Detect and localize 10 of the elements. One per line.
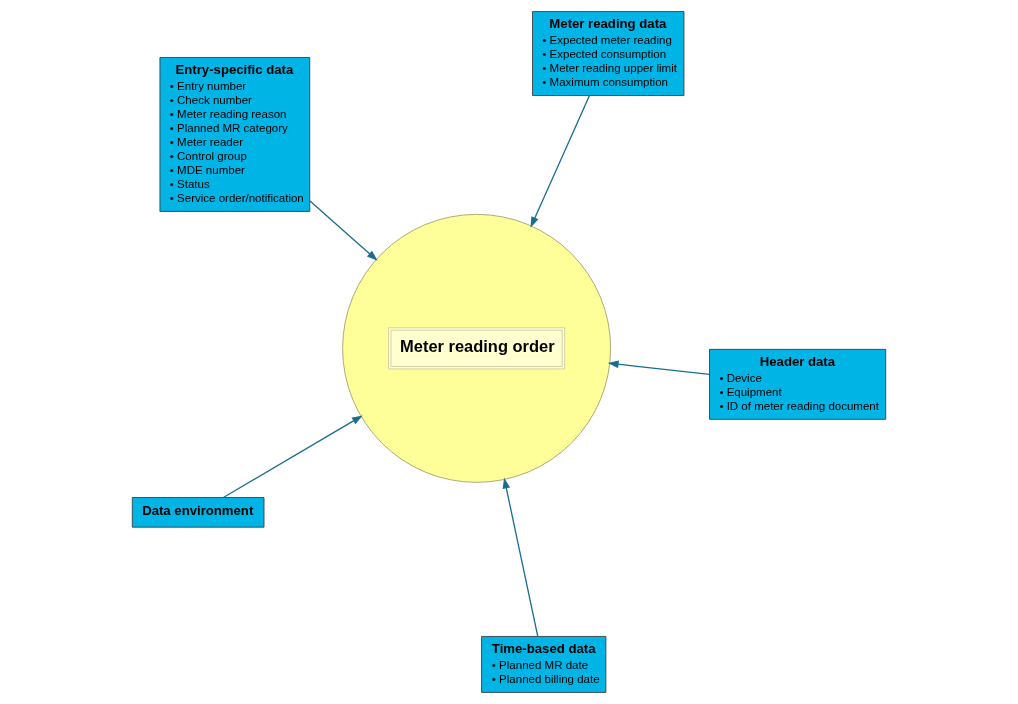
node-box: Time-based data • Planned MR date • Planned billing date <box>481 636 607 693</box>
arrow <box>607 360 711 376</box>
node-box: Header data • Device • Equipment • ID of meter reading document <box>709 348 887 420</box>
arrow <box>502 477 539 638</box>
node-box: Meter reading data • Expected meter reading • Expected consumption • Meter reading upper limit • Maximum consumption <box>532 11 685 96</box>
node-box: Entry-specific data • Entry number • Check number • Meter reading reason • Planned MR category • Meter reader • Control group • MDE number • Status • Service order/notification <box>159 57 311 212</box>
node-box: Data environment <box>131 497 265 528</box>
arrow <box>309 200 378 261</box>
arrow <box>530 95 591 228</box>
arrow <box>222 415 363 499</box>
